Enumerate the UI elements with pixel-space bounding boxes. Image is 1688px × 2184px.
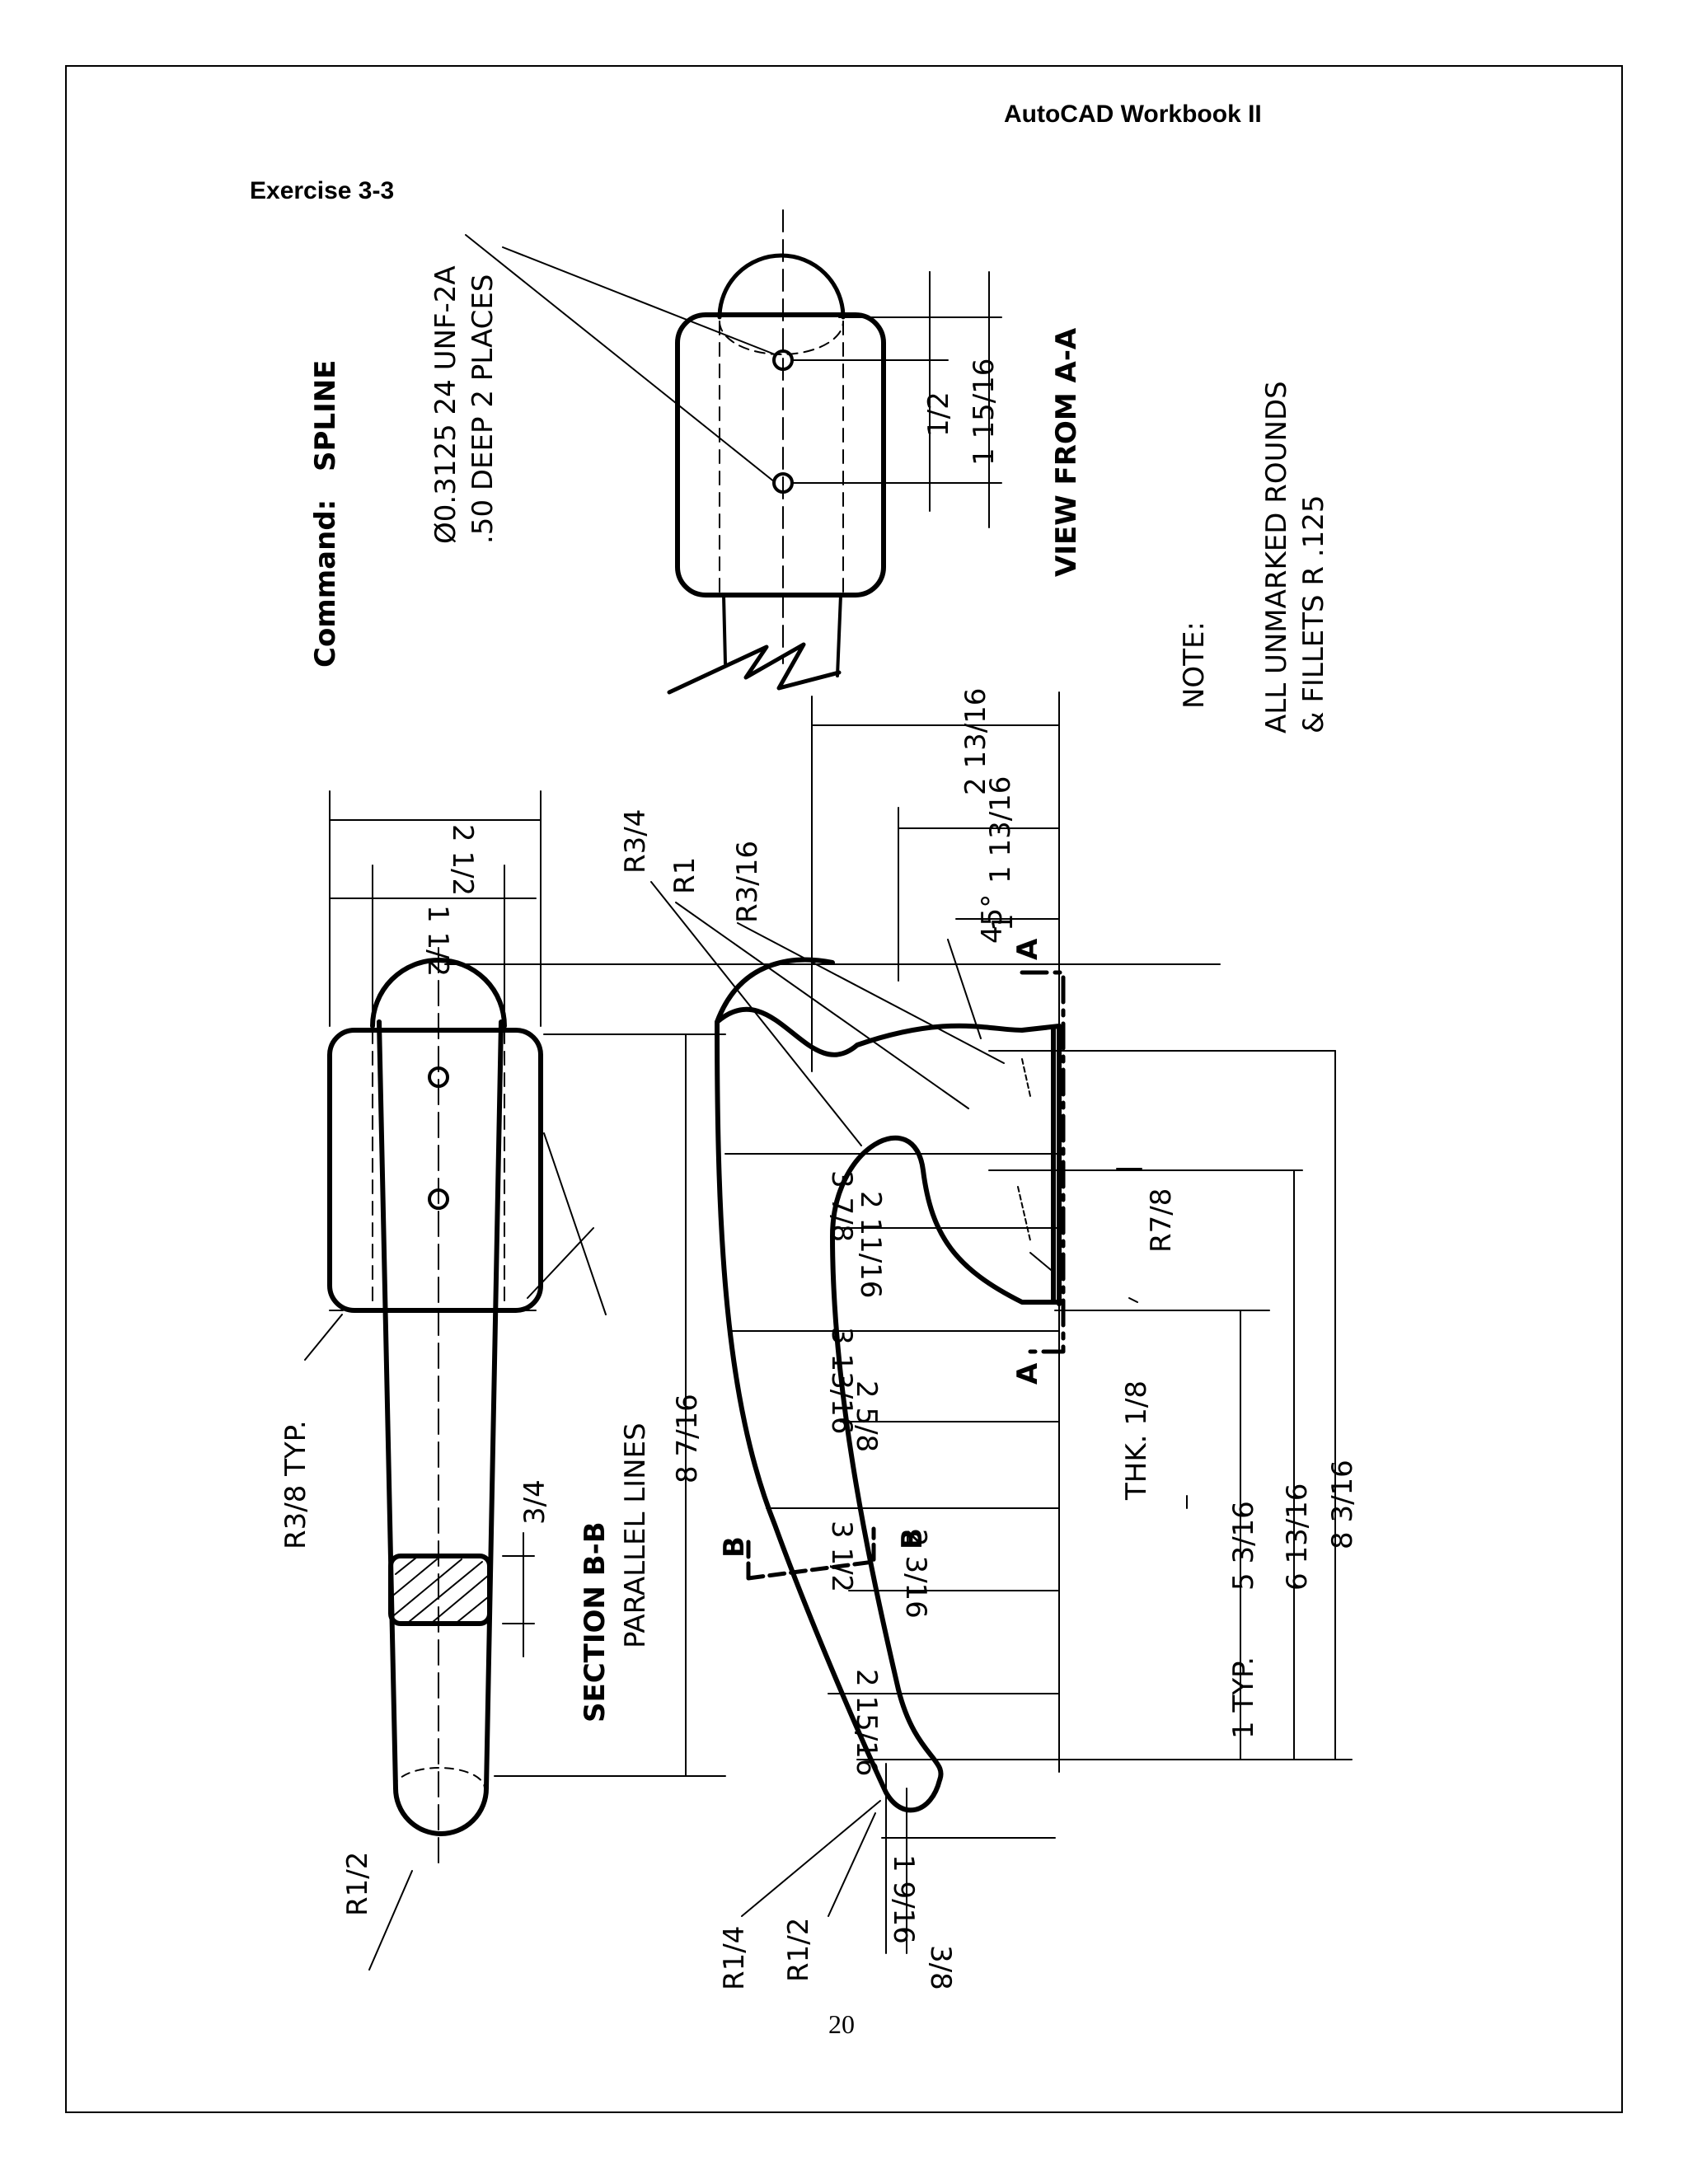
view-a-hidden-arc [719, 321, 844, 355]
section-marker-b-right: B [896, 1528, 929, 1549]
dim-2-11-16: 2 11/16 [854, 1191, 887, 1298]
command-value: SPLINE [309, 360, 342, 471]
dim-3-8: 3/8 [924, 1945, 957, 1990]
note-line1: ALL UNMARKED ROUNDS [1260, 381, 1293, 733]
dim-8-3-16: 8 3/16 [1326, 1460, 1359, 1549]
handle-top-boss [327, 1028, 543, 1313]
section-marker-a-top: A [1011, 938, 1044, 960]
dim-3-1-2: 3 1/2 [825, 1521, 858, 1592]
dim-45: 45° [976, 894, 1009, 944]
page-frame [65, 65, 1623, 2113]
page-number: 20 [828, 2009, 855, 2039]
dim-r7-8: R7/8 [1145, 1188, 1178, 1253]
exercise-title: Exercise 3-3 [250, 177, 395, 204]
view-a-label: VIEW FROM A-A [1050, 327, 1083, 577]
thread-note-line2: .50 DEEP 2 PLACES [467, 274, 499, 544]
dim-r1-2-left: R1/2 [341, 1852, 374, 1916]
dim-1-typ: 1 TYP. [1227, 1657, 1260, 1739]
dim-2-15-16: 2 15/16 [850, 1669, 883, 1776]
handle-top-view [304, 790, 1221, 1971]
section-b-b [388, 1554, 492, 1626]
dim-2-1-2: 2 1/2 [446, 824, 479, 896]
view-a-stem-left [722, 593, 727, 665]
handle-side-outline [715, 1006, 1062, 1813]
dim-r1-4: R1/4 [718, 1926, 751, 1990]
view-a-a [465, 209, 1002, 695]
dim-3-7-8: 3 7/8 [825, 1170, 858, 1242]
dim-1-15-16: 1 15/16 [968, 359, 1001, 466]
handle-top-outline [377, 1019, 504, 1836]
dim-1-13-16: 1 13/16 [984, 776, 1017, 883]
dim-r3-8-typ: R3/8 TYP. [279, 1420, 312, 1549]
dim-1-9-16: 1 9/16 [887, 1854, 920, 1944]
dim-2-13-16: 2 13/16 [959, 688, 992, 795]
dim-r1: R1 [668, 857, 701, 894]
dim-8-7-16: 8 7/16 [671, 1394, 704, 1483]
dim-r3-4: R3/4 [619, 809, 652, 874]
dim-r1-2-bottom: R1/2 [782, 1918, 815, 1982]
view-a-stem-right [836, 593, 842, 677]
section-label: SECTION B-B [579, 1521, 612, 1722]
dim-2-3-16: 2 3/16 [899, 1529, 932, 1619]
view-a-break-line [667, 642, 842, 695]
section-marker-b-left: B [718, 1536, 751, 1558]
dim-2-5-8: 2 5/8 [850, 1380, 883, 1452]
note-label: NOTE: [1178, 621, 1211, 709]
section-b-line [746, 1526, 876, 1581]
parallel-lines: PARALLEL LINES [619, 1422, 652, 1648]
view-a-knob [717, 253, 846, 320]
note-line2: & FILLETS R .125 [1297, 494, 1330, 733]
thread-note-leader [465, 234, 776, 483]
dim-5-3-16: 5 3/16 [1227, 1501, 1260, 1591]
handle-side-view [650, 691, 1353, 1954]
dim-1-1-2: 1 1/2 [421, 905, 454, 977]
command-label: Command: [309, 499, 342, 668]
dim-3-4: 3/4 [518, 1479, 551, 1525]
dim-1-2: 1/2 [922, 391, 955, 437]
dim-1-typ-45: 1 [987, 913, 1020, 931]
view-a-body [675, 312, 886, 598]
book-title: AutoCAD Workbook II [1004, 101, 1262, 128]
dim-6-13-16: 6 13/16 [1281, 1483, 1314, 1591]
dim-r3-16: R3/16 [731, 841, 764, 923]
section-a-line [1020, 970, 1066, 1354]
dim-3-13-16: 3 13/16 [825, 1327, 858, 1434]
section-marker-a-bottom: A [1011, 1362, 1044, 1385]
thread-note-line1: Ø0.3125 24 UNF-2A [429, 265, 462, 544]
dim-thk-1-8: THK. 1/8 [1120, 1380, 1153, 1501]
